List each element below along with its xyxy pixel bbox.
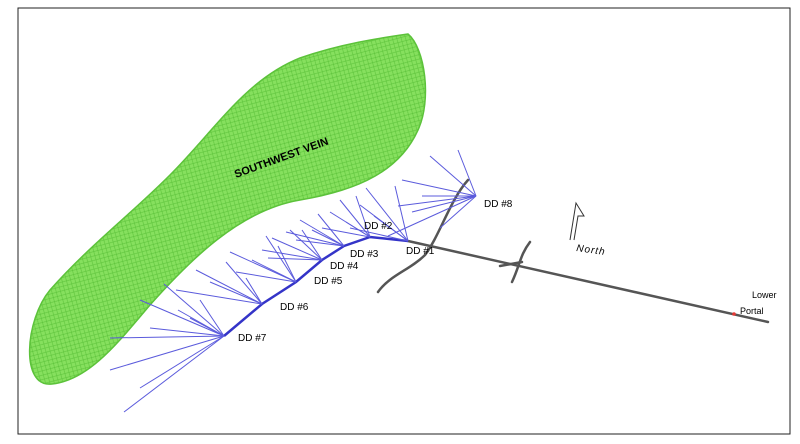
drill-hole-3-5 bbox=[285, 231, 345, 247]
drill-hole-8-1 bbox=[429, 155, 477, 197]
drill-hole-8-4 bbox=[411, 195, 477, 213]
drill-hole-7-4 bbox=[149, 327, 225, 337]
tunnel-branch-east bbox=[510, 240, 532, 284]
tunnel-branch-west bbox=[376, 178, 470, 294]
drill-hole-7-3 bbox=[109, 335, 225, 339]
dd-1-label: DD #1 bbox=[406, 246, 435, 257]
dd-3-label: DD #3 bbox=[350, 249, 379, 260]
drill-hole-5-3 bbox=[251, 259, 297, 283]
drill-hole-6-3 bbox=[195, 269, 263, 305]
drill-hole-4-5 bbox=[261, 249, 323, 261]
drill-hole-7-5 bbox=[139, 299, 225, 337]
drill-hole-3-3 bbox=[317, 213, 345, 247]
dd-5-label: DD #5 bbox=[314, 276, 343, 287]
drill-hole-5-4 bbox=[265, 235, 297, 283]
drill-hole-7-2 bbox=[109, 335, 225, 371]
haulage-tunnel bbox=[376, 178, 770, 324]
drill-hole-8-6 bbox=[457, 149, 477, 197]
drill-hole-6-5 bbox=[245, 277, 263, 305]
drill-hole-4-2 bbox=[267, 257, 323, 261]
north-arrow: North bbox=[569, 201, 607, 258]
drill-hole-4-3 bbox=[289, 229, 323, 261]
portal-marker bbox=[732, 312, 736, 316]
drill-hole-6-1 bbox=[209, 281, 263, 305]
drill-fans bbox=[109, 149, 477, 413]
drill-hole-8-3 bbox=[401, 179, 477, 197]
drill-hole-3-4 bbox=[311, 229, 345, 247]
drill-hole-5-2 bbox=[235, 271, 297, 283]
southwest-vein-shape bbox=[28, 33, 427, 385]
north-arrow-icon bbox=[569, 201, 585, 241]
drill-hole-7-7 bbox=[199, 299, 225, 337]
dd-4-label: DD #4 bbox=[330, 261, 359, 272]
tunnel-crosscut bbox=[498, 260, 524, 268]
drill-hole-7-10 bbox=[177, 309, 225, 337]
drill-hole-3-1 bbox=[299, 219, 345, 247]
drill-hole-6-4 bbox=[225, 261, 263, 305]
drill-hole-7-6 bbox=[163, 283, 225, 337]
drill-hole-1-3 bbox=[373, 215, 409, 242]
drill-hole-5-5 bbox=[277, 245, 297, 283]
drill-hole-8-7 bbox=[397, 195, 477, 207]
drill-hole-3-2 bbox=[295, 239, 345, 247]
drill-hole-4-4 bbox=[301, 229, 323, 261]
drill-hole-1-5 bbox=[365, 187, 409, 242]
drill-hole-2-5 bbox=[345, 221, 371, 238]
dd-8-label: DD #8 bbox=[484, 199, 513, 210]
drill-hole-4-1 bbox=[271, 237, 323, 261]
portal-label-line1: Lower bbox=[752, 290, 777, 300]
drill-hole-7-1 bbox=[123, 335, 225, 413]
drill-hole-8-8 bbox=[387, 195, 477, 237]
drill-hole-6-2 bbox=[175, 289, 263, 305]
diagram-border bbox=[17, 7, 791, 435]
dd-6-label: DD #6 bbox=[280, 302, 309, 313]
drill-hole-1-4 bbox=[394, 185, 409, 242]
drill-hole-2-4 bbox=[355, 195, 371, 238]
drill-hole-7-9 bbox=[139, 335, 225, 389]
dd-7-label: DD #7 bbox=[238, 333, 267, 344]
portal-label-line2: Portal bbox=[740, 306, 764, 316]
dd-2-label: DD #2 bbox=[364, 221, 393, 232]
station-labels: DD #1 DD #2 DD #3 DD #4 DD #5 DD #6 DD #… bbox=[238, 199, 513, 344]
drill-hole-2-3 bbox=[339, 199, 371, 238]
drill-hole-8-5 bbox=[439, 195, 477, 229]
north-label: North bbox=[576, 243, 607, 258]
main-tunnel bbox=[406, 239, 770, 324]
lower-portal: Lower Portal bbox=[732, 290, 777, 316]
